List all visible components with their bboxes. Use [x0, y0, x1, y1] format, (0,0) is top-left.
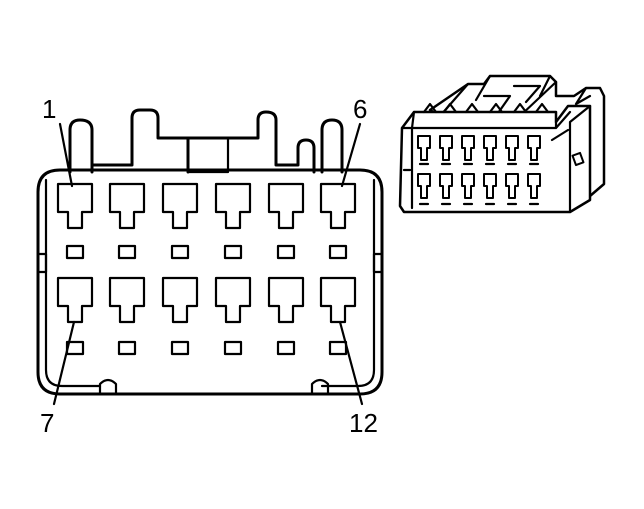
iso-terminal-cavity: [461, 173, 475, 199]
iso-terminal-cavity: [417, 173, 431, 199]
lock-window: [328, 340, 348, 356]
lock-window: [65, 244, 85, 260]
iso-terminal-cavity: [461, 135, 475, 161]
iso-terminal-cavity: [505, 135, 519, 161]
leader-line-pin-1: [58, 122, 74, 188]
terminal-cavity: [56, 276, 94, 324]
connector-top-latches: [68, 108, 344, 174]
iso-top-teeth: [422, 102, 550, 114]
lock-window: [223, 244, 243, 260]
terminal-cavity: [161, 276, 199, 324]
lock-window: [117, 340, 137, 356]
terminal-cavity: [319, 182, 357, 230]
iso-front-face-edges: [400, 104, 592, 214]
iso-terminal-row-top: [417, 135, 541, 161]
lock-window: [117, 244, 137, 260]
iso-terminal-cavity: [505, 173, 519, 199]
terminal-cavity: [214, 276, 252, 324]
terminal-cavity: [56, 182, 94, 230]
terminal-cavity: [319, 276, 357, 324]
leader-line-pin-12: [338, 320, 364, 406]
terminal-cavity: [214, 182, 252, 230]
terminal-cavity: [161, 182, 199, 230]
iso-terminal-cavity: [527, 173, 541, 199]
leader-line-pin-7: [52, 320, 76, 406]
connector-side-slot-left: [36, 252, 48, 274]
iso-terminal-cavity: [439, 135, 453, 161]
connector-bottom-tab-right: [310, 378, 330, 396]
connector-housing: [36, 168, 384, 396]
lock-window-row-bottom: [65, 340, 348, 356]
pin-label-12: 12: [349, 408, 378, 438]
iso-terminal-cavity: [417, 135, 431, 161]
terminal-cavity: [108, 276, 146, 324]
pin-label-7: 7: [40, 408, 54, 438]
lock-window: [170, 244, 190, 260]
terminal-cavity: [267, 276, 305, 324]
lock-window: [170, 340, 190, 356]
terminal-cavity: [267, 182, 305, 230]
terminal-cavity: [108, 182, 146, 230]
lock-window: [276, 244, 296, 260]
iso-terminal-row-bottom: [417, 173, 541, 199]
iso-terminal-cavity: [483, 173, 497, 199]
connector-isometric-view: [398, 74, 606, 214]
connector-side-slot-right: [372, 252, 384, 274]
lock-window: [223, 340, 243, 356]
leader-line-pin-6: [340, 122, 362, 188]
terminal-row-bottom: [56, 276, 357, 324]
connector-face-view: 1 6 7 12: [36, 94, 384, 438]
iso-terminal-cavity: [439, 173, 453, 199]
connector-center-key: [186, 136, 230, 174]
connector-bottom-tab-left: [98, 378, 118, 396]
pin-label-6: 6: [353, 94, 367, 124]
iso-lock-windows: [418, 162, 540, 206]
iso-terminal-cavity: [527, 135, 541, 161]
lock-window: [276, 340, 296, 356]
terminal-row-top: [56, 182, 357, 230]
pin-label-1: 1: [42, 94, 56, 124]
iso-terminal-cavity: [483, 135, 497, 161]
iso-top-ridges: [438, 74, 592, 118]
lock-window-row-top: [65, 244, 348, 260]
iso-side-slot: [571, 151, 585, 167]
lock-window: [328, 244, 348, 260]
